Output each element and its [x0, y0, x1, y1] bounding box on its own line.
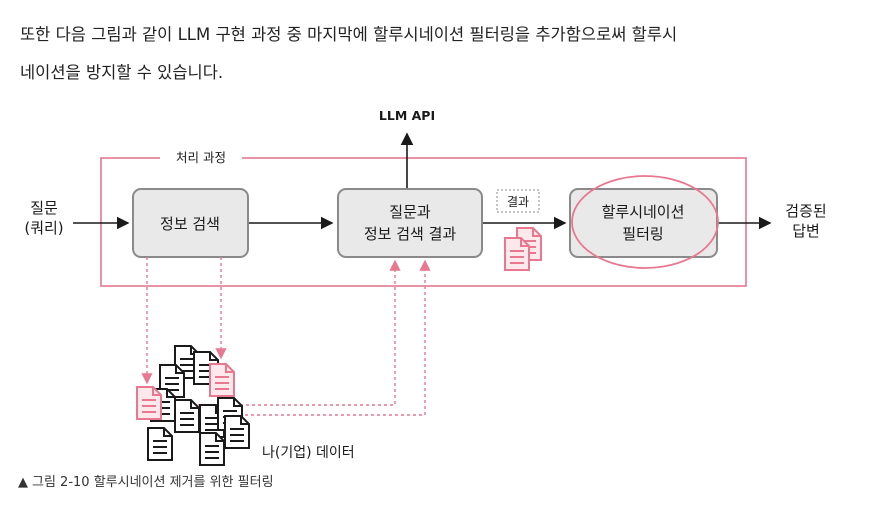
company-data-label: 나(기업) 데이터 [262, 445, 355, 461]
box-info-search-label: 정보 검색 [160, 215, 220, 233]
box-question-and-results-line2: 정보 검색 결과 [364, 225, 457, 243]
caption-marker: ▲ [18, 475, 28, 490]
paragraph-line-1: 또한 다음 그림과 같이 LLM 구현 과정 중 마지막에 할루시네이션 필터링… [20, 25, 678, 44]
result-tag [496, 189, 540, 213]
figure-caption: ▲ 그림 2-10 할루시네이션 제거를 위한 필터링 [18, 471, 278, 490]
box-hallucination-filter [569, 188, 718, 258]
box-hallucination-filter-line1: 할루시네이션 [602, 203, 685, 221]
llm-pipeline-diagram: 처리 과정 LLM API 질문 (쿼리) 정보 검색 질문과 정보 검색 결과… [24, 108, 827, 466]
body-paragraph: 또한 다음 그림과 같이 LLM 구현 과정 중 마지막에 할루시네이션 필터링… [20, 16, 865, 92]
box-info-search [132, 188, 249, 258]
paragraph-line-2: 네이션을 방지할 수 있습니다. [20, 63, 224, 82]
process-label: 처리 과정 [176, 150, 226, 165]
input-label-line1: 질문 [30, 199, 58, 217]
result-document-icon [504, 227, 542, 271]
box-question-and-results [337, 188, 483, 258]
box-hallucination-filter-line2: 필터링 [622, 225, 663, 243]
llm-api-label: LLM API [379, 108, 435, 123]
result-tag-label: 결과 [507, 195, 529, 209]
output-label-line1: 검증된 [785, 202, 826, 220]
input-label-line2: (쿼리) [24, 219, 63, 237]
caption-text: 그림 2-10 할루시네이션 제거를 위한 필터링 [32, 475, 274, 490]
company-data-documents-icon [136, 345, 250, 466]
dotted-link-data-to-combine-2 [233, 259, 431, 416]
box-question-and-results-line1: 질문과 [389, 203, 431, 221]
output-label-line2: 답변 [792, 222, 820, 240]
process-frame [100, 157, 747, 287]
filter-highlight-ellipse [571, 175, 719, 269]
